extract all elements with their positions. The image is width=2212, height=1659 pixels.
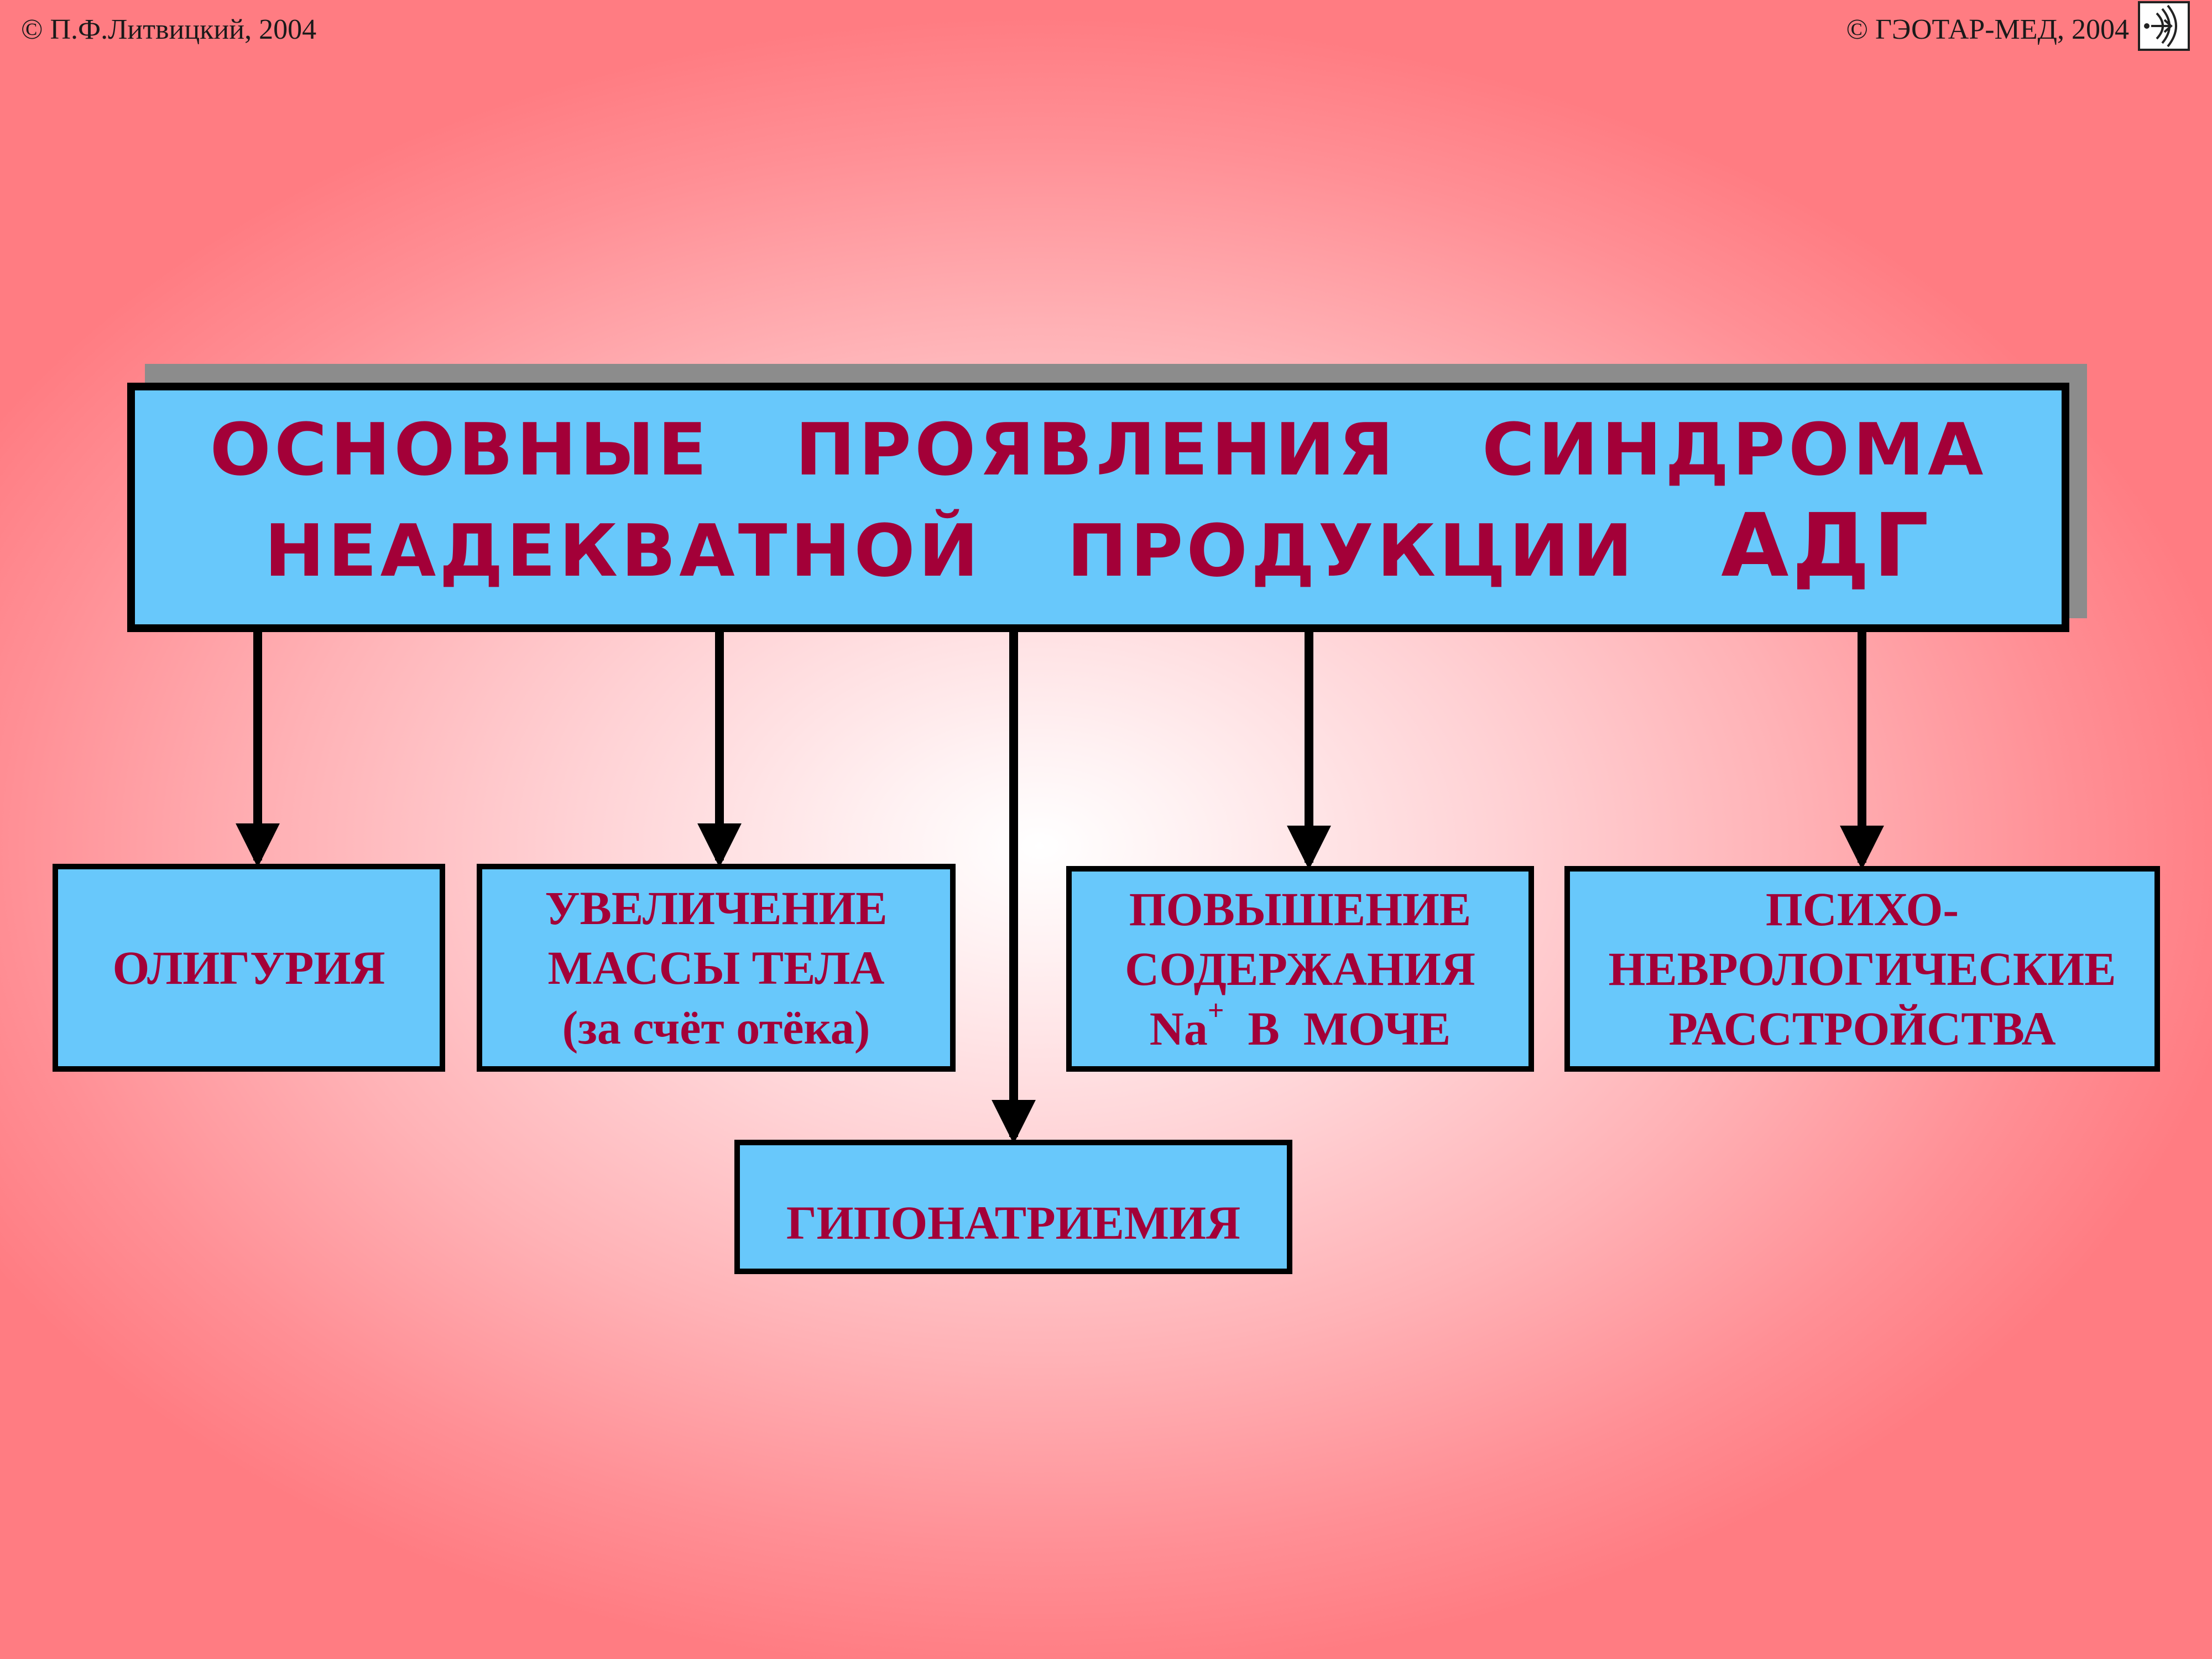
node-psychoneurological: ПСИХО- НЕВРОЛОГИЧЕСКИЕ РАССТРОЙСТВА <box>1564 866 2160 1072</box>
psycho-line-1: ПСИХО- <box>1765 883 1959 936</box>
sodium-line-3: Na+ В МОЧЕ <box>1072 995 1528 1058</box>
node-urine-sodium: ПОВЫШЕНИЕ СОДЕРЖАНИЯ Na+ В МОЧЕ <box>1066 866 1534 1072</box>
node-sodium-label: ПОВЫШЕНИЕ СОДЕРЖАНИЯ Na+ В МОЧЕ <box>1072 879 1528 1058</box>
node-oliguria-label: ОЛИГУРИЯ <box>58 938 440 998</box>
weight-line-2: МАССЫ ТЕЛА <box>547 941 885 994</box>
weight-line-3: (за счёт отёка) <box>562 1001 870 1054</box>
node-hyponatremia: ГИПОНАТРИЕМИЯ <box>734 1140 1292 1274</box>
publisher-logo-icon[interactable] <box>2138 1 2190 51</box>
sodium-line-1: ПОВЫШЕНИЕ <box>1129 883 1472 936</box>
node-psycho-label: ПСИХО- НЕВРОЛОГИЧЕСКИЕ РАССТРОЙСТВА <box>1570 879 2154 1058</box>
copyright-publisher: © ГЭОТАР-МЕД, 2004 <box>1846 14 2129 45</box>
title-line-2: НЕАДЕКВАТНОЙ ПРОДУКЦИИ АДГ <box>135 502 2062 593</box>
weight-line-1: УВЕЛИЧЕНИЕ <box>545 881 888 935</box>
title-adh: АДГ <box>1721 495 1932 597</box>
sodium-line-2: СОДЕРЖАНИЯ <box>1125 942 1475 995</box>
oliguria-text: ОЛИГУРИЯ <box>112 941 385 994</box>
title-line-2-text: НЕАДЕКВАТНОЙ ПРОДУКЦИИ <box>264 509 1721 593</box>
title-box: ОСНОВНЫЕ ПРОЯВЛЕНИЯ СИНДРОМА НЕАДЕКВАТНО… <box>127 383 2069 632</box>
node-hypo-label: ГИПОНАТРИЕМИЯ <box>740 1193 1287 1253</box>
sodium-charge: + <box>1207 995 1224 1026</box>
node-oliguria: ОЛИГУРИЯ <box>53 864 445 1072</box>
psycho-line-3: РАССТРОЙСТВА <box>1668 1002 2056 1055</box>
node-weight-gain: УВЕЛИЧЕНИЕ МАССЫ ТЕЛА (за счёт отёка) <box>477 864 956 1072</box>
title-line-1: ОСНОВНЫЕ ПРОЯВЛЕНИЯ СИНДРОМА <box>210 408 1987 492</box>
copyright-author: © П.Ф.Литвицкий, 2004 <box>21 14 317 45</box>
psycho-line-2: НЕВРОЛОГИЧЕСКИЕ <box>1608 942 2116 995</box>
hyponatremia-text: ГИПОНАТРИЕМИЯ <box>786 1196 1241 1249</box>
node-weight-label: УВЕЛИЧЕНИЕ МАССЫ ТЕЛА (за счёт отёка) <box>482 878 950 1057</box>
sodium-line-3-rest: В МОЧЕ <box>1224 1002 1451 1055</box>
sodium-symbol: Na <box>1149 1002 1208 1055</box>
